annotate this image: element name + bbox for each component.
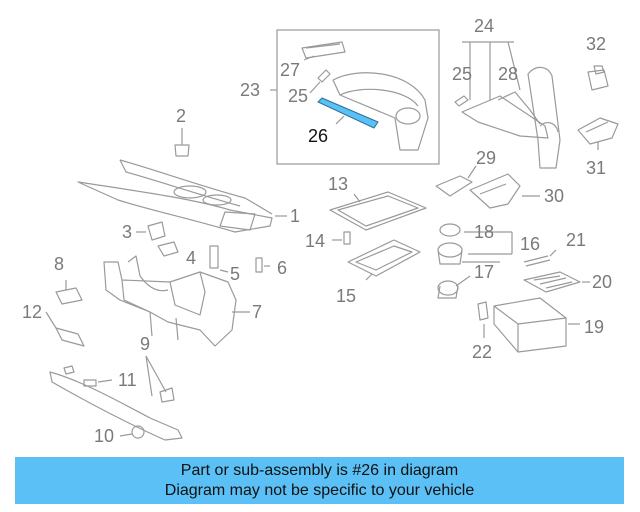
callout-15: 15 xyxy=(336,286,356,306)
callout-21: 21 xyxy=(566,230,586,250)
callout-28: 28 xyxy=(498,64,518,84)
highlighted-part-26[interactable] xyxy=(317,97,379,129)
callout-8: 8 xyxy=(54,254,64,274)
callout-14: 14 xyxy=(305,231,325,251)
callout-31: 31 xyxy=(586,158,606,178)
callout-26: 26 xyxy=(308,126,328,146)
callout-1: 1 xyxy=(290,206,300,226)
callout-19: 19 xyxy=(584,317,604,337)
callout-5: 5 xyxy=(230,264,240,284)
callout-16: 16 xyxy=(520,234,540,254)
callout-2: 2 xyxy=(176,106,186,126)
caption: Part or sub-assembly is #26 in diagram D… xyxy=(15,457,624,504)
callout-4: 4 xyxy=(186,248,196,268)
callout-10: 10 xyxy=(94,426,114,446)
caption-line-1: Part or sub-assembly is #26 in diagram xyxy=(180,461,459,479)
callout-11: 11 xyxy=(118,370,137,390)
callout-13: 13 xyxy=(328,174,348,194)
callout-12: 12 xyxy=(22,302,42,322)
subassembly-frame xyxy=(276,29,440,165)
callout-7: 7 xyxy=(252,302,262,322)
callout-6: 6 xyxy=(277,258,287,278)
callout-29: 29 xyxy=(476,148,496,168)
callout-9: 9 xyxy=(140,334,150,354)
caption-line-2: Diagram may not be specific to your vehi… xyxy=(164,481,475,499)
line-art xyxy=(45,41,619,441)
callout-18: 18 xyxy=(474,222,494,242)
callout-17: 17 xyxy=(474,262,494,282)
callout-25-right: 25 xyxy=(452,64,472,84)
callout-20: 20 xyxy=(592,272,612,292)
callout-3: 3 xyxy=(122,222,132,242)
callout-25-left: 25 xyxy=(288,86,308,106)
callout-30: 30 xyxy=(544,186,564,206)
callout-27: 27 xyxy=(280,60,300,80)
callout-32: 32 xyxy=(586,34,606,54)
callout-24: 24 xyxy=(474,16,494,36)
caption-banner xyxy=(15,457,624,504)
callout-23: 23 xyxy=(240,80,260,100)
callout-22: 22 xyxy=(472,342,492,362)
